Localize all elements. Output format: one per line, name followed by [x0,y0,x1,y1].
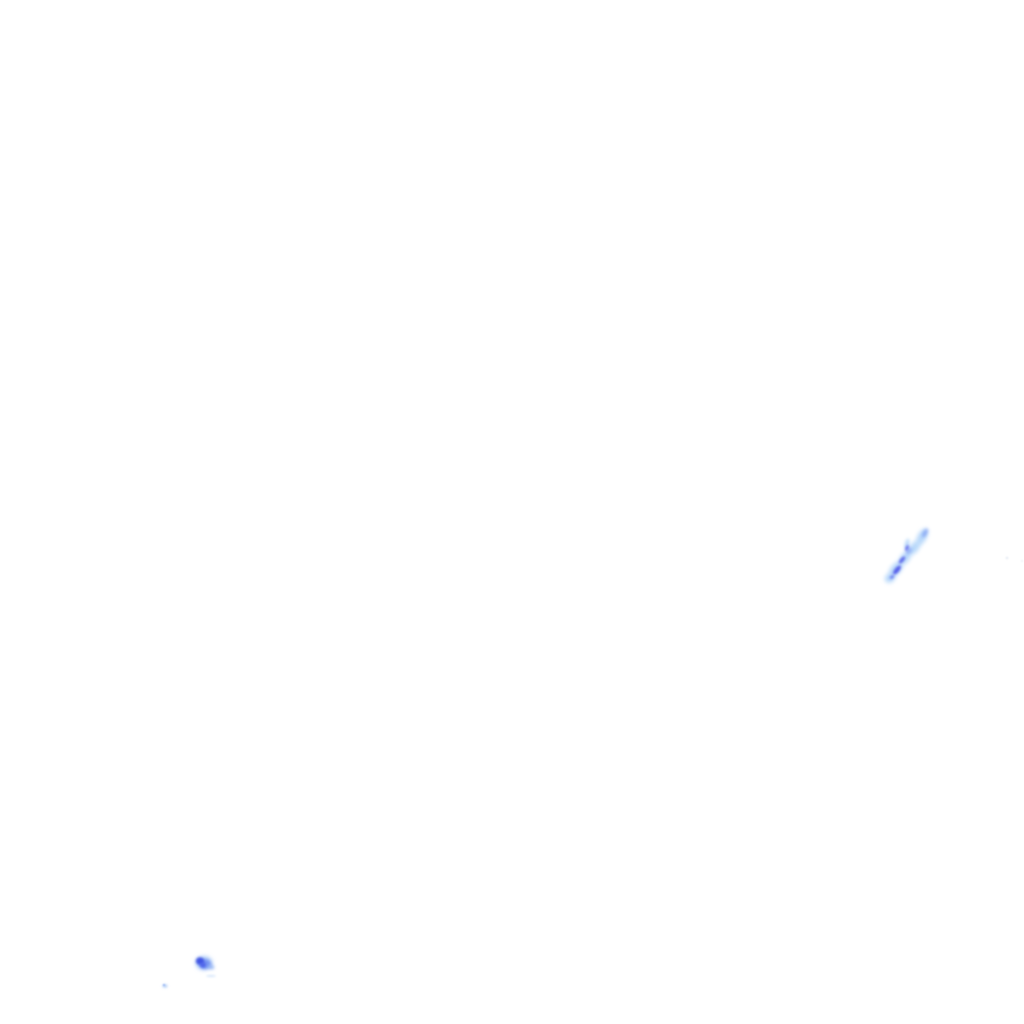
precip-echo-southwest-spot [207,964,215,970]
precip-echo-east-spot [898,556,906,564]
precip-echo-southwest [195,956,215,970]
precip-speck-right-edge-spot [1005,556,1009,560]
precip-smudge-below-blob [206,974,216,978]
precip-echo-east-spot [906,547,912,555]
precip-speck-right-edge-spot [1020,560,1024,562]
precip-speck-right-edge [1005,556,1024,562]
precip-echo-southwest-spot [200,962,206,968]
precip-speck-lower-left-spot [162,984,166,986]
precip-echo-east-spot [905,545,909,551]
precip-speck-lower-left [162,984,168,988]
precip-echo-east [884,528,928,583]
precip-smudge-below-blob-spot [206,974,216,978]
precip-echo-east-spot [889,575,895,579]
precip-echo-east-spot [922,528,928,538]
precip-echo-east-spot [893,565,901,575]
